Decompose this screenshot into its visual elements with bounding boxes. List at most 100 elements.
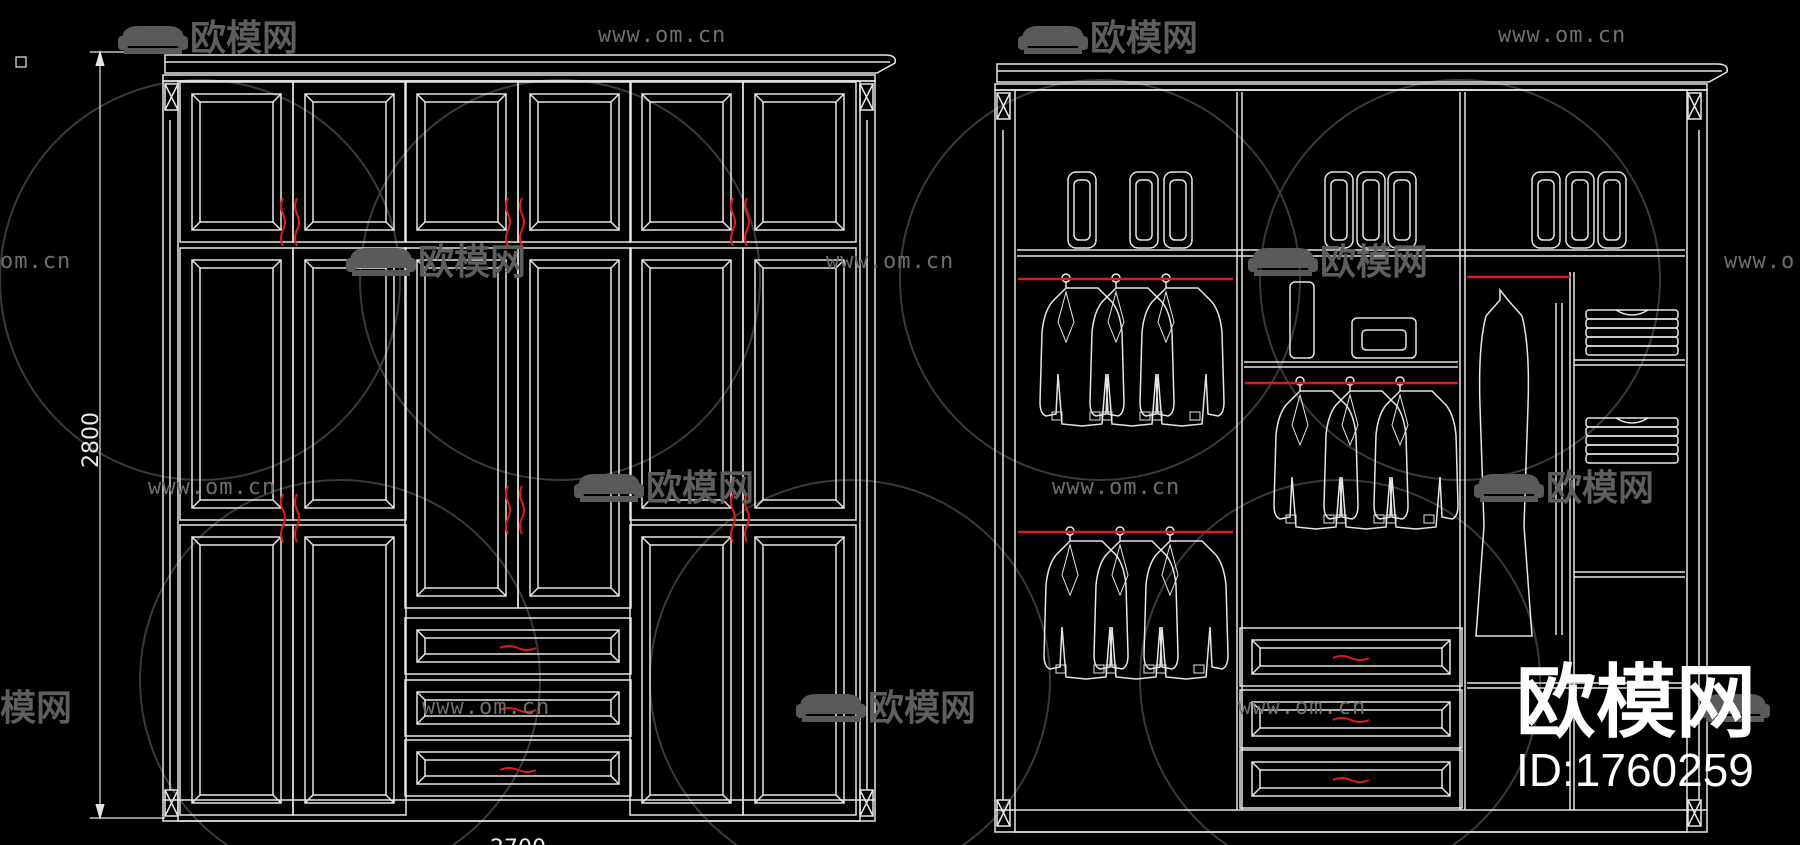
sofa-logo-icon [796, 694, 866, 722]
folded-shirt [1585, 318, 1679, 329]
storage-box [1163, 171, 1193, 249]
folded-shirt [1585, 435, 1679, 446]
sofa-logo-icon [1474, 474, 1544, 502]
folded-shirt [1585, 426, 1679, 437]
folded-shirt [1585, 336, 1679, 347]
watermark-circles [0, 79, 1661, 845]
svg-text:欧模网: 欧模网 [418, 242, 526, 283]
sofa-logo-icon [1018, 26, 1088, 54]
hanging-coat [1273, 384, 1359, 530]
watermarks: 欧模网 www.om.cn 欧模网 www.om.cn om.cn 欧模网 ww… [0, 18, 1795, 729]
hanging-coat [1089, 281, 1175, 427]
drawer-handle [499, 767, 537, 773]
svg-text:欧模网: 欧模网 [646, 468, 754, 509]
hanging-coat [1039, 281, 1125, 427]
drawer-panel [404, 739, 632, 797]
drawer-handle [1332, 655, 1370, 661]
svg-text:om.cn: om.cn [0, 249, 71, 274]
svg-text:www.o: www.o [1724, 249, 1795, 274]
door-handle [505, 485, 511, 535]
drawer-panel [1239, 627, 1463, 687]
svg-text:模网: 模网 [0, 688, 72, 729]
storage-box [1387, 171, 1417, 249]
wardrobe-interior-view [994, 63, 1729, 833]
svg-text:www.om.cn: www.om.cn [826, 249, 954, 274]
door-handle [744, 493, 750, 543]
upper-door-panel [292, 81, 407, 243]
drawer-panel [1239, 749, 1463, 809]
drawer-handle [1332, 717, 1370, 723]
door-handle [280, 197, 286, 247]
svg-text:www.om.cn: www.om.cn [1498, 23, 1626, 48]
upper-door-panel [179, 81, 294, 243]
hanging-coat [1139, 281, 1225, 427]
door-handle [294, 197, 300, 247]
small-square-icon [15, 56, 27, 68]
drawer-panel [1239, 689, 1463, 749]
model-id-label: ID:1760259 [1516, 744, 1754, 796]
drawer-handle [1332, 777, 1370, 783]
storage-box [1289, 281, 1315, 359]
lower-door-panel [179, 524, 294, 816]
hanging-rails [1018, 275, 1570, 534]
svg-text:www.om.cn: www.om.cn [1052, 475, 1180, 500]
drawer-panel [404, 617, 632, 675]
door-handle [280, 493, 286, 543]
svg-text:www.om.cn: www.om.cn [598, 23, 726, 48]
svg-text:欧模网: 欧模网 [190, 18, 298, 59]
door-handle [744, 197, 750, 247]
storage-box [1565, 171, 1595, 249]
svg-text:欧模网: 欧模网 [1090, 18, 1198, 59]
door-handle [730, 197, 736, 247]
door-handle [730, 493, 736, 543]
svg-text:www.om.cn: www.om.cn [422, 695, 550, 720]
height-dimension-label: 2800 [79, 412, 104, 468]
door-handle [294, 493, 300, 543]
hanging-coat [1093, 534, 1179, 680]
brand-logo-text: 欧模网 [1516, 656, 1756, 749]
svg-text:www.om.cn: www.om.cn [148, 475, 276, 500]
door-handle [519, 485, 525, 535]
svg-text:www.om.cn: www.om.cn [1238, 695, 1366, 720]
upper-door-panel [742, 81, 857, 243]
upper-door-panel [629, 81, 744, 243]
sofa-logo-icon [118, 26, 188, 54]
lower-door-panel [292, 524, 407, 816]
hanging-trousers [1475, 287, 1533, 637]
storage-box [1129, 171, 1159, 249]
width-dimension-label: 2700 [490, 836, 546, 845]
svg-text:欧模网: 欧模网 [1320, 242, 1428, 283]
hanging-coat [1373, 384, 1459, 530]
tall-door-panel [404, 247, 519, 609]
lower-door-panel [742, 524, 857, 816]
hanging-coat [1143, 534, 1229, 680]
middle-door-panel [742, 247, 857, 521]
wardrobe-front-view [162, 54, 897, 822]
door-handle [519, 197, 525, 247]
storage-box [1356, 171, 1386, 249]
hanger-hook [1395, 376, 1405, 386]
door-handle [505, 197, 511, 247]
drawer-panel [404, 679, 632, 737]
folded-shirt [1585, 453, 1679, 464]
hanger-hook [1295, 376, 1305, 386]
upper-door-panel [517, 81, 632, 243]
folded-shirt [1585, 444, 1679, 455]
storage-box [1067, 171, 1097, 249]
folded-shirt [1585, 345, 1679, 356]
lower-door-panel [629, 524, 744, 816]
storage-box [1351, 317, 1417, 359]
folded-shirt [1585, 327, 1679, 338]
hanger-hook [1345, 376, 1355, 386]
storage-box [1531, 171, 1561, 249]
upper-door-panel [404, 81, 519, 243]
sofa-logo-icon [1248, 248, 1318, 276]
storage-box [1597, 171, 1627, 249]
drawer-handle [499, 645, 537, 651]
drawer-handle [499, 707, 537, 713]
svg-text:欧模网: 欧模网 [1546, 468, 1654, 509]
tall-door-panel [517, 247, 632, 609]
storage-box [1324, 171, 1354, 249]
hanging-coat [1043, 534, 1129, 680]
